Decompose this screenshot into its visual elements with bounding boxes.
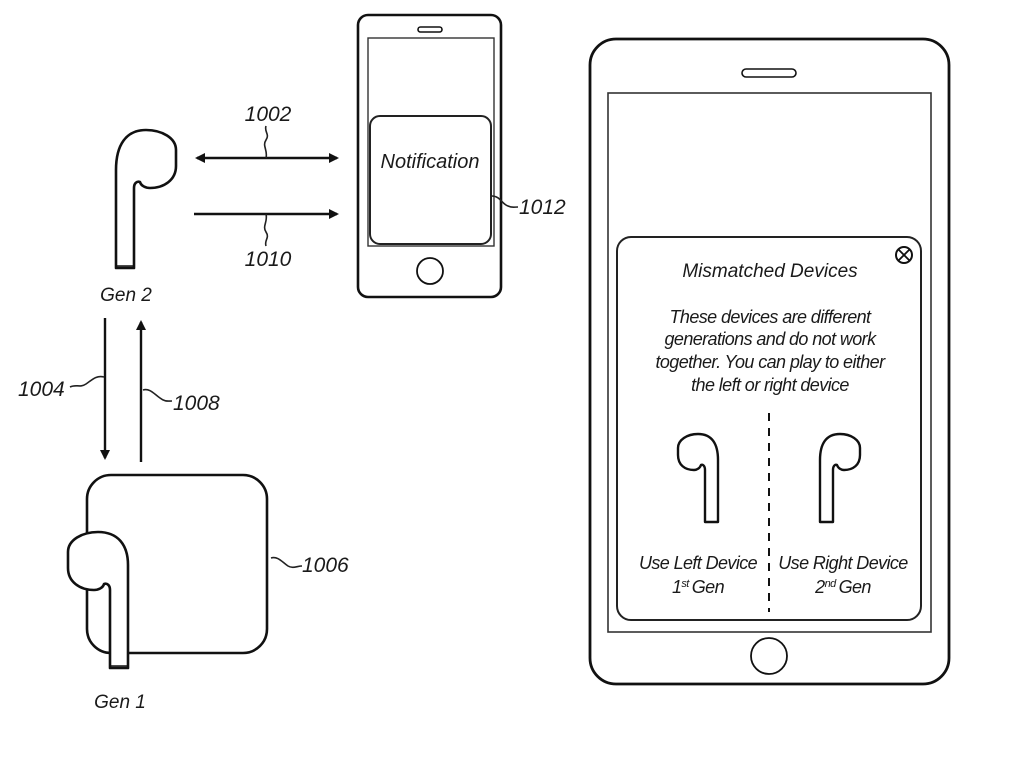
- left-option-label: Use Left Device: [639, 553, 758, 573]
- dialog-body-line-2: generations and do not work: [665, 329, 878, 349]
- dialog-title: Mismatched Devices: [682, 261, 858, 282]
- leader-1006: [270, 556, 303, 569]
- ref-1002: 1002: [245, 103, 292, 126]
- gen2-label: Gen 2: [100, 285, 152, 306]
- leader-1010: [263, 213, 269, 247]
- right-earbud-icon: [818, 432, 862, 524]
- notification-text: Notification: [381, 151, 480, 173]
- leader-1008: [142, 388, 173, 402]
- small-phone-home-button[interactable]: [416, 257, 444, 285]
- large-phone-speaker: [741, 68, 797, 78]
- ref-1004: 1004: [18, 378, 65, 401]
- dialog-body-line-4: the left or right device: [691, 375, 849, 395]
- ref-1006: 1006: [302, 554, 349, 577]
- gen1-label: Gen 1: [94, 692, 146, 713]
- leader-1002: [263, 125, 269, 159]
- ref-1008: 1008: [173, 392, 220, 415]
- left-earbud-icon: [676, 432, 720, 524]
- close-circle-x-icon[interactable]: [895, 246, 913, 264]
- gen2-earbud-icon: [114, 128, 178, 270]
- small-phone-speaker: [417, 26, 443, 33]
- ref-1012: 1012: [519, 196, 566, 219]
- ref-1010: 1010: [245, 248, 292, 271]
- gen1-earbud-icon: [66, 530, 130, 670]
- right-option-label: Use Right Device: [778, 553, 908, 573]
- notification-panel[interactable]: [369, 115, 492, 245]
- dialog-body-line-1: These devices are different: [670, 307, 873, 327]
- dialog-body-line-3: together. You can play to either: [656, 352, 887, 372]
- leader-1012: [491, 195, 519, 209]
- leader-1004: [69, 375, 105, 388]
- large-phone-home-button[interactable]: [750, 637, 788, 675]
